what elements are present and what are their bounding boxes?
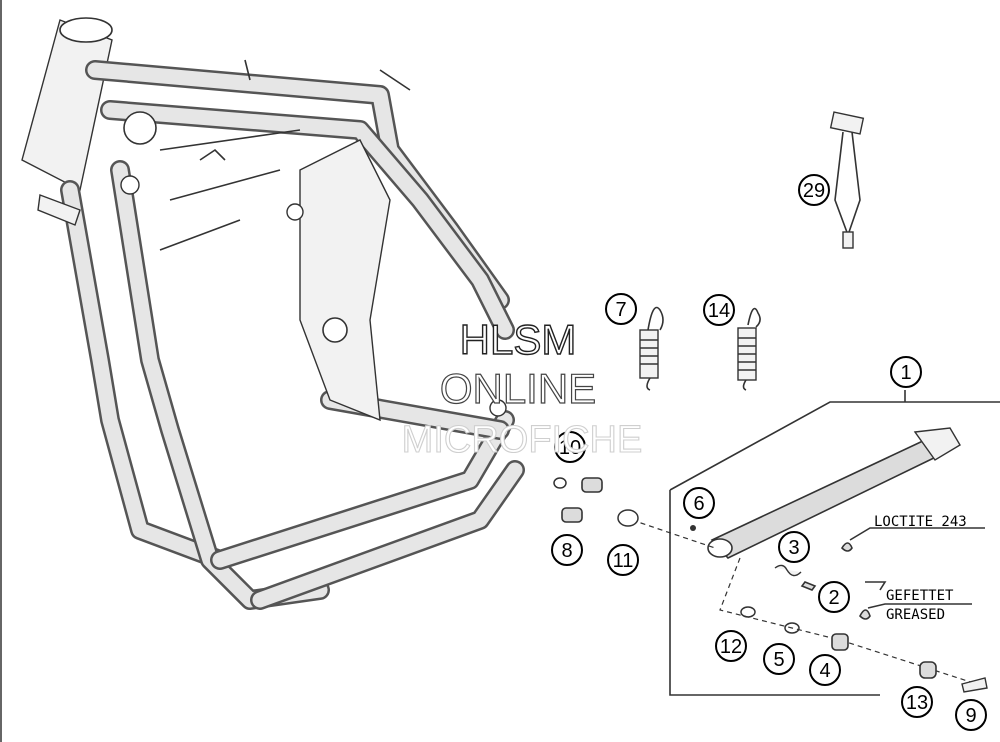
callout-5: 5 — [763, 643, 795, 675]
svg-text:14: 14 — [708, 300, 730, 322]
svg-text:8: 8 — [561, 540, 572, 562]
svg-text:3: 3 — [788, 537, 799, 559]
svg-text:9: 9 — [965, 705, 976, 727]
svg-text:12: 12 — [720, 636, 742, 658]
callout-8: 8 — [551, 534, 583, 566]
svg-text:13: 13 — [906, 692, 928, 714]
callout-11: 11 — [607, 544, 639, 576]
side-stand-illustration — [553, 390, 1000, 696]
svg-text:11: 11 — [613, 550, 634, 572]
svg-text:29: 29 — [803, 180, 825, 202]
callout-9: 9 — [955, 699, 987, 731]
callout-13: 13 — [901, 686, 933, 718]
spring-7-illustration — [639, 306, 664, 391]
svg-text:1: 1 — [900, 362, 911, 384]
svg-text:6: 6 — [693, 493, 704, 515]
watermark-line-2: ONLINE — [440, 365, 596, 412]
svg-text:5: 5 — [773, 649, 784, 671]
note-greased-en: GREASED — [886, 607, 945, 623]
callout-1: 1 — [890, 356, 922, 388]
callout-3: 3 — [778, 531, 810, 563]
watermark-line-1: HLSM — [460, 316, 577, 363]
watermark-line-3: MICROFICHE — [402, 419, 643, 461]
frame-illustration — [21, 17, 525, 610]
callout-6: 6 — [683, 487, 715, 519]
svg-text:10: 10 — [559, 437, 581, 459]
callout-14: 14 — [703, 294, 735, 326]
spring-14-illustration — [737, 307, 761, 391]
callout-10: 10 — [554, 431, 586, 463]
callout-2: 2 — [818, 581, 850, 613]
callout-12: 12 — [715, 630, 747, 662]
note-greased-de: GEFETTET — [886, 588, 954, 604]
callout-7: 7 — [605, 293, 637, 325]
svg-text:2: 2 — [828, 587, 839, 609]
tool-29-illustration — [829, 111, 865, 249]
svg-text:7: 7 — [615, 299, 626, 321]
note-loctite: LOCTITE 243 — [874, 514, 967, 530]
callout-4: 4 — [809, 654, 841, 686]
callout-29: 29 — [798, 174, 830, 206]
svg-text:4: 4 — [819, 660, 830, 682]
